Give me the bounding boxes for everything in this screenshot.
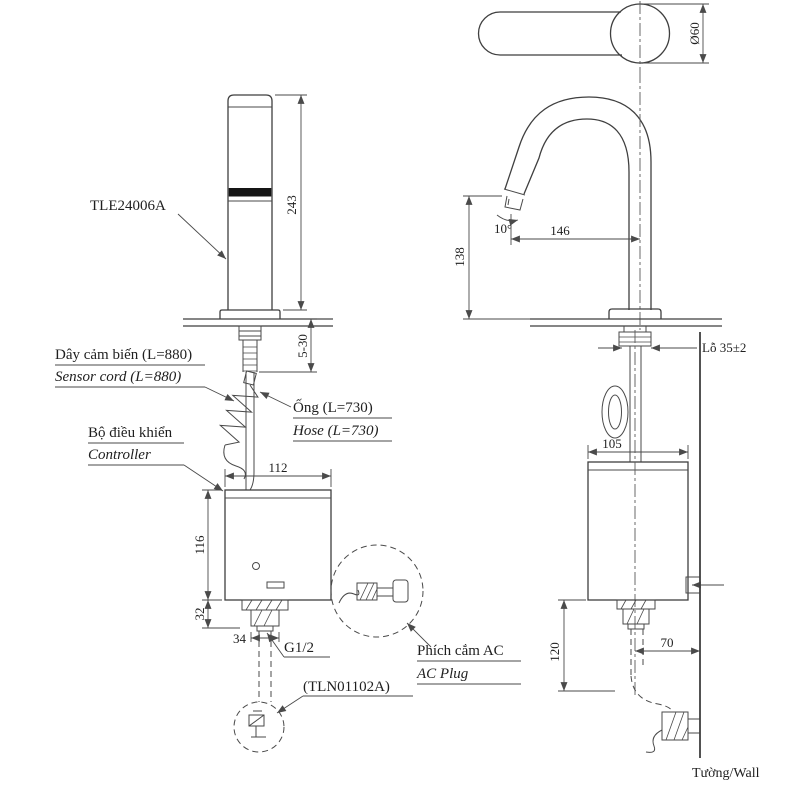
dim-10deg-label: 10° [494, 221, 512, 236]
stop-valve-symbol [248, 710, 266, 738]
controller-label-en: Controller [88, 447, 151, 463]
hose-front [245, 372, 255, 491]
dim-146-label: 146 [550, 223, 570, 238]
sensor-cord-label-en: Sensor cord (L=880) [55, 369, 181, 385]
dim-wall-offset: 70 [635, 635, 700, 655]
ac-plug-label-en: AC Plug [416, 666, 469, 682]
outlet-fitting-front [241, 599, 289, 632]
hose-label-en: Hose (L=730) [292, 423, 379, 439]
base-flange-front [219, 309, 281, 319]
dim-243-label: 243 [284, 195, 299, 215]
controller-slot [266, 581, 285, 589]
ac-plug-balloon [330, 544, 424, 638]
thread-callout: G1/2 [266, 632, 330, 658]
dim-fitting-height: 32 [192, 600, 240, 629]
cord-loop-side [601, 385, 629, 439]
side-view: Ø60 10° 146 138 [452, 1, 760, 781]
stop-valve-balloon [233, 701, 285, 753]
dim-112-label: 112 [268, 460, 287, 475]
controller-box-side [587, 461, 724, 601]
spout-outlet [504, 195, 524, 211]
dim-controller-depth: 105 [587, 436, 689, 459]
dim-hole-label: Lỗ 35±2 [702, 340, 746, 355]
dim-34-label: 34 [233, 631, 247, 646]
dim-hole: Lỗ 35±2 [598, 340, 746, 355]
dim-120-label: 120 [547, 642, 562, 662]
dim-138-label: 138 [452, 247, 467, 267]
dim-spout-reach: 146 [510, 214, 640, 245]
wall-label: Tường/Wall [692, 766, 760, 781]
dim-32-label: 32 [192, 608, 207, 621]
dim-spout-diameter: Ø60 [643, 3, 709, 64]
mounting-shank-side [618, 326, 652, 462]
front-view: 243 5-30 TLE24006A Dây cảm biến (L=880) … [55, 94, 521, 753]
hose-label-vi: Ống (L=730) [293, 398, 373, 416]
supply-pipe-dashed [233, 631, 285, 753]
mounting-shank-front [238, 325, 262, 372]
dim-116-label: 116 [192, 535, 207, 555]
thread-label: G1/2 [284, 640, 314, 656]
stop-valve-label: (TLN01102A) [303, 679, 390, 695]
base-flange-side [608, 308, 662, 319]
stop-valve-callout: (TLN01102A) [276, 679, 413, 714]
outlet-fitting-side [616, 599, 656, 630]
sensor-window [228, 188, 272, 197]
dim-controller-width: 112 [224, 460, 332, 487]
controller-led [252, 562, 260, 570]
sensor-cord-label-vi: Dây cảm biến (L=880) [55, 347, 192, 363]
dim-105-label: 105 [602, 436, 622, 451]
faucet-body-front [219, 94, 281, 319]
hose-callout: Ống (L=730) Hose (L=730) [259, 391, 392, 442]
model-label: TLE24006A [90, 198, 166, 214]
ac-plug-label-vi: Phích cắm AC [417, 643, 504, 659]
dim-outlet-height: 138 [452, 195, 530, 320]
dim-spout-height: 243 [275, 94, 307, 311]
wall: Tường/Wall [692, 332, 760, 781]
ac-plug-at-wall [645, 711, 700, 753]
dim-below-controller: 120 [547, 599, 615, 692]
ac-plug-symbol [338, 579, 409, 604]
counter-front [183, 318, 333, 327]
spout-top-view [477, 1, 671, 70]
ac-plug-detail: Phích cắm AC AC Plug [330, 544, 521, 685]
dim-5-30-label: 5-30 [295, 334, 310, 358]
dim-controller-height: 116 [192, 489, 222, 601]
cord-route-dashed [630, 629, 673, 713]
dim-fitting-width: 34 [233, 631, 280, 646]
dim-spout-angle: 10° [494, 214, 519, 236]
controller-box-front [224, 489, 332, 601]
dim-deck-thickness: 5-30 [259, 318, 333, 373]
gooseneck-side [503, 70, 652, 330]
controller-label-vi: Bộ điều khiển [88, 425, 173, 441]
controller-callout: Bộ điều khiển Controller [88, 425, 224, 492]
dim-70-label: 70 [661, 635, 674, 650]
dim-d60-label: Ø60 [687, 22, 702, 44]
model-callout: TLE24006A [90, 198, 227, 260]
sensor-cord-coil [218, 370, 259, 480]
counter-side [530, 318, 722, 327]
sensor-cord-callout: Dây cảm biến (L=880) Sensor cord (L=880) [55, 347, 235, 402]
